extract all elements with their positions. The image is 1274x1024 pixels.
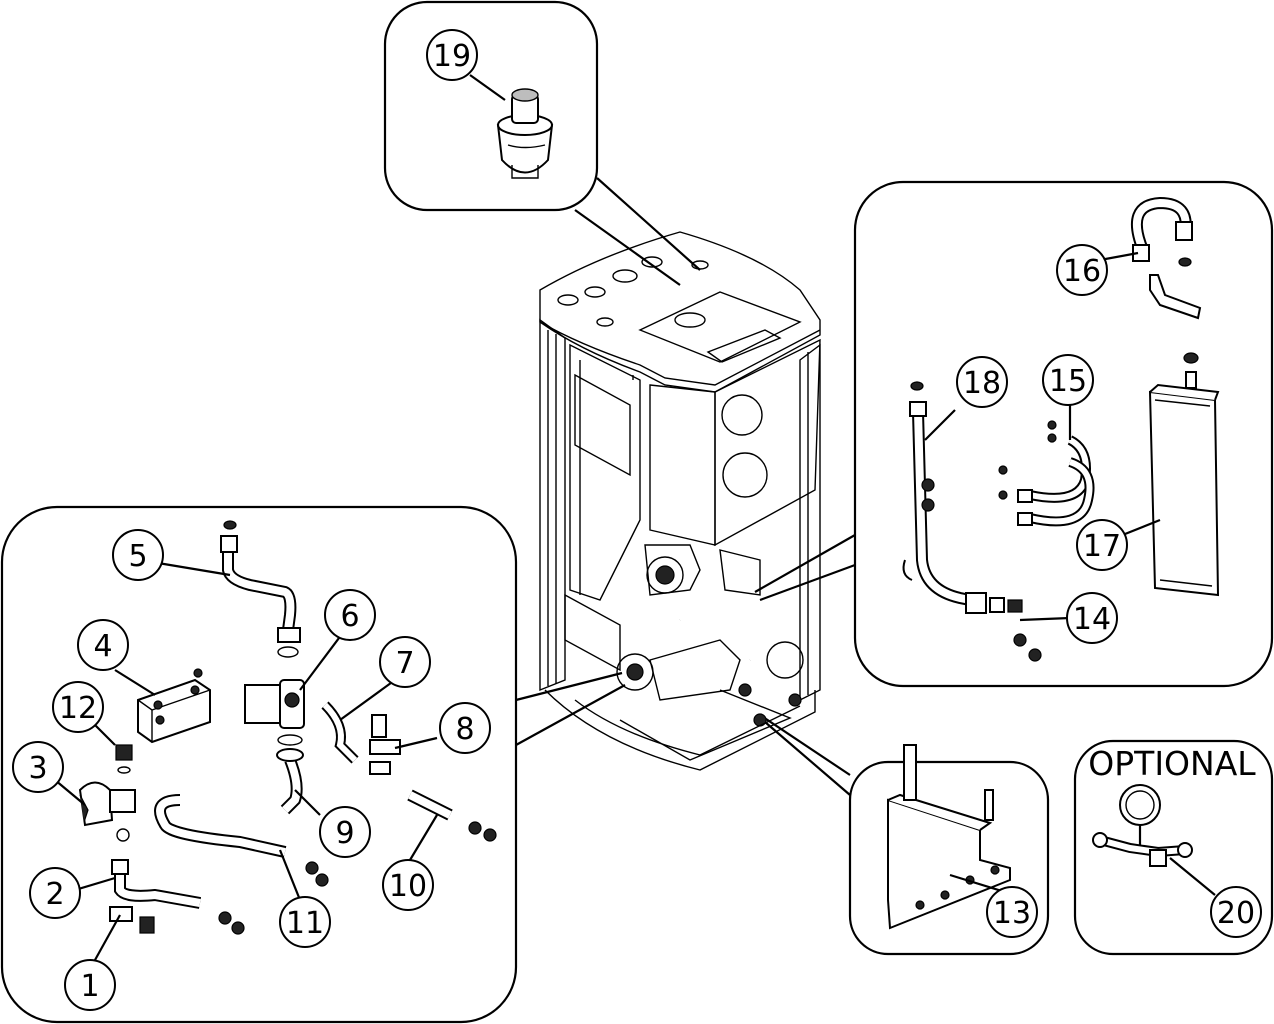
callout-17: 17 — [1076, 519, 1128, 571]
callout-11-label: 11 — [286, 906, 324, 941]
long-pipe-part — [902, 381, 987, 609]
callout-2: 2 — [29, 867, 81, 919]
callout-6-label: 6 — [340, 599, 359, 634]
callout-9-label: 9 — [335, 816, 354, 851]
callout-4-label: 4 — [93, 629, 112, 664]
callout-14-label: 14 — [1073, 602, 1111, 637]
optional-label: OPTIONAL — [1088, 744, 1256, 783]
part-9-elbow — [276, 748, 304, 815]
detail-panel-top — [383, 0, 599, 212]
detail-panel-optional — [1073, 739, 1274, 956]
panel-leaders — [515, 177, 856, 796]
bent-pipe-part — [1130, 196, 1202, 320]
callout-3: 3 — [12, 741, 64, 793]
callout-3-label: 3 — [28, 751, 47, 786]
expansion-tank-part — [1148, 352, 1220, 597]
callout-11: 11 — [279, 896, 331, 948]
callout-18: 18 — [956, 356, 1008, 408]
mounting-bracket-part — [887, 744, 1011, 930]
callout-2-label: 2 — [45, 877, 64, 912]
part-5-pipe — [220, 520, 301, 658]
callout-16-label: 16 — [1063, 254, 1101, 289]
callout-15: 15 — [1042, 354, 1094, 406]
fitting-set-part — [965, 592, 1042, 662]
callout-7-label: 7 — [395, 646, 414, 681]
pipe-pair-part — [998, 420, 1095, 527]
callout-20: 20 — [1210, 886, 1262, 938]
callout-10-label: 10 — [389, 869, 427, 904]
part-3-valve — [78, 781, 136, 842]
callout-19: 19 — [426, 29, 478, 81]
callout-16: 16 — [1056, 244, 1108, 296]
detail-panel-right — [853, 180, 1274, 688]
part-4-heat-exchanger — [137, 668, 211, 744]
callout-leaders — [54, 74, 1216, 961]
callout-20-label: 20 — [1217, 896, 1255, 931]
air-vent-valve-part — [496, 88, 554, 179]
main-unit — [539, 231, 821, 771]
callout-13: 13 — [986, 886, 1038, 938]
callout-1-label: 1 — [80, 969, 99, 1004]
part-12-cap — [115, 744, 133, 774]
callout-5: 5 — [112, 529, 164, 581]
part-1-nipple — [109, 906, 155, 934]
callout-15-label: 15 — [1049, 364, 1087, 399]
callout-12-label: 12 — [59, 691, 97, 726]
part-7-hose — [321, 701, 401, 775]
callout-9: 9 — [319, 806, 371, 858]
callout-19-label: 19 — [433, 39, 471, 74]
callout-1: 1 — [64, 959, 116, 1011]
callout-17-label: 17 — [1083, 529, 1121, 564]
callout-7: 7 — [379, 636, 431, 688]
callout-8-label: 8 — [455, 712, 474, 747]
callout-10: 10 — [382, 859, 434, 911]
callout-5-label: 5 — [128, 539, 147, 574]
callout-18-label: 18 — [963, 366, 1001, 401]
callout-8: 8 — [439, 702, 491, 754]
pressure-gauge-part — [1092, 784, 1193, 867]
callout-12: 12 — [52, 681, 104, 733]
part-2-pipe — [111, 859, 245, 935]
part-11-pipe — [154, 794, 329, 887]
callout-4: 4 — [77, 619, 129, 671]
callout-13-label: 13 — [993, 896, 1031, 931]
detail-panel-bracket — [848, 760, 1050, 956]
part-10-connector — [407, 789, 497, 842]
callout-6: 6 — [324, 589, 376, 641]
callout-14: 14 — [1066, 592, 1118, 644]
part-6-pump — [244, 679, 305, 746]
detail-panel-left — [0, 505, 518, 1024]
